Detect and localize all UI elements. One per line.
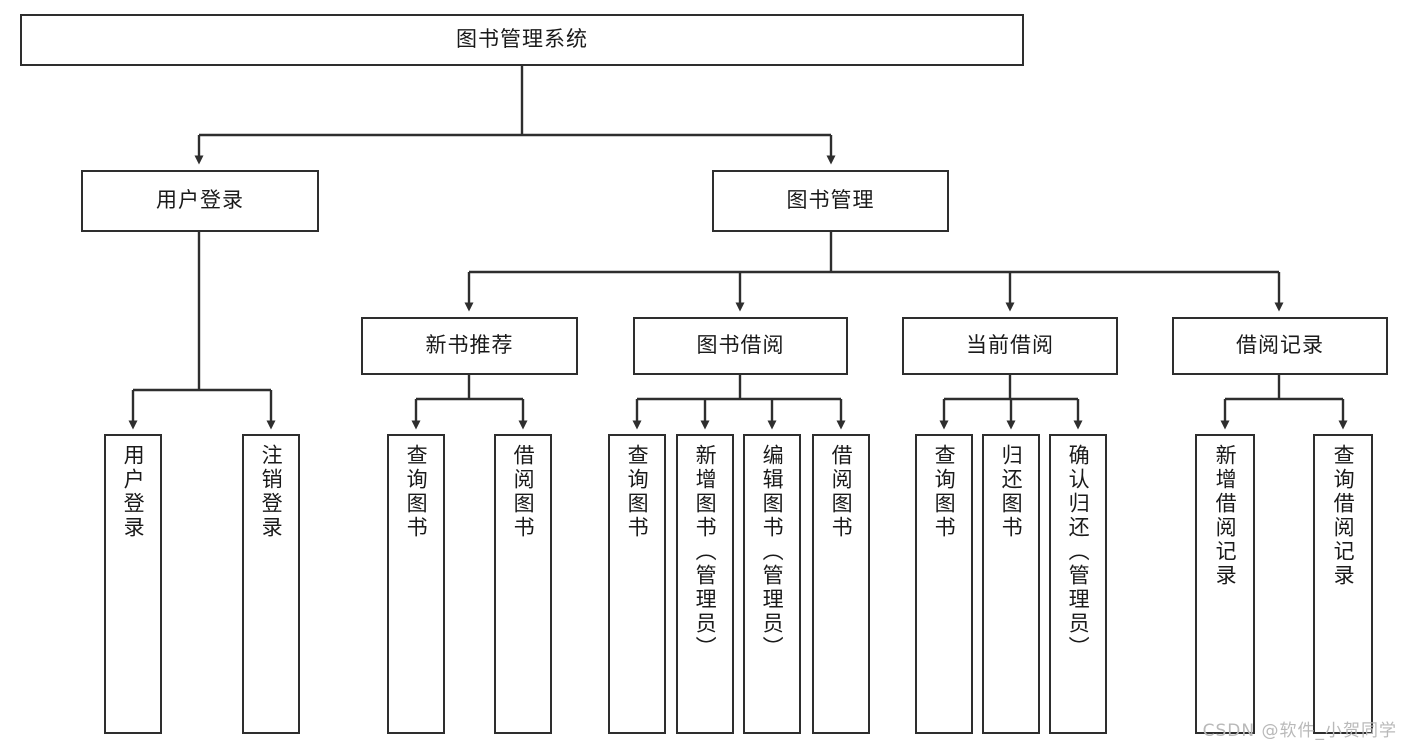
leaf-borrow-book-1-label: 借阅图书 — [511, 444, 536, 540]
leaf-query-book-3[interactable]: 查询图书 — [915, 434, 973, 734]
leaf-user-logout[interactable]: 注销登录 — [242, 434, 300, 734]
leaf-return-book[interactable]: 归还图书 — [982, 434, 1040, 734]
node-new-book-recommend[interactable]: 新书推荐 — [361, 317, 578, 375]
leaf-add-book-label: 新增图书（管理员） — [693, 444, 718, 660]
leaf-query-record[interactable]: 查询借阅记录 — [1313, 434, 1373, 734]
leaf-borrow-book-2[interactable]: 借阅图书 — [812, 434, 870, 734]
leaf-confirm-return-label: 确认归还（管理员） — [1066, 444, 1091, 660]
node-root[interactable]: 图书管理系统 — [20, 14, 1024, 66]
node-current-borrow[interactable]: 当前借阅 — [902, 317, 1118, 375]
leaf-edit-book[interactable]: 编辑图书（管理员） — [743, 434, 801, 734]
node-current-borrow-label: 当前借阅 — [966, 333, 1054, 358]
leaf-user-login[interactable]: 用户登录 — [104, 434, 162, 734]
leaf-edit-book-label: 编辑图书（管理员） — [760, 444, 785, 660]
node-book-manage-label: 图书管理 — [786, 188, 875, 213]
leaf-confirm-return[interactable]: 确认归还（管理员） — [1049, 434, 1107, 734]
node-book-borrow[interactable]: 图书借阅 — [633, 317, 848, 375]
leaf-borrow-book-2-label: 借阅图书 — [829, 444, 854, 540]
leaf-return-book-label: 归还图书 — [999, 444, 1024, 540]
csdn-watermark: CSDN @软件_小贺同学 — [1202, 721, 1397, 741]
node-book-borrow-label: 图书借阅 — [696, 333, 785, 358]
leaf-query-book-1[interactable]: 查询图书 — [387, 434, 445, 734]
node-borrow-record[interactable]: 借阅记录 — [1172, 317, 1388, 375]
leaf-user-login-label: 用户登录 — [121, 444, 146, 540]
leaf-query-book-2[interactable]: 查询图书 — [608, 434, 666, 734]
leaf-borrow-book-1[interactable]: 借阅图书 — [494, 434, 552, 734]
leaf-add-record[interactable]: 新增借阅记录 — [1195, 434, 1255, 734]
node-user-login[interactable]: 用户登录 — [81, 170, 319, 232]
leaf-query-book-1-label: 查询图书 — [404, 444, 429, 540]
leaf-add-record-label: 新增借阅记录 — [1213, 444, 1238, 588]
leaf-query-record-label: 查询借阅记录 — [1331, 444, 1356, 588]
node-new-book-recommend-label: 新书推荐 — [425, 333, 514, 358]
leaf-query-book-2-label: 查询图书 — [625, 444, 650, 540]
node-user-login-label: 用户登录 — [156, 188, 244, 213]
node-book-manage[interactable]: 图书管理 — [712, 170, 949, 232]
node-borrow-record-label: 借阅记录 — [1236, 333, 1324, 358]
leaf-query-book-3-label: 查询图书 — [932, 444, 957, 540]
leaf-user-logout-label: 注销登录 — [259, 444, 284, 540]
node-root-label: 图书管理系统 — [456, 27, 588, 52]
leaf-add-book[interactable]: 新增图书（管理员） — [676, 434, 734, 734]
